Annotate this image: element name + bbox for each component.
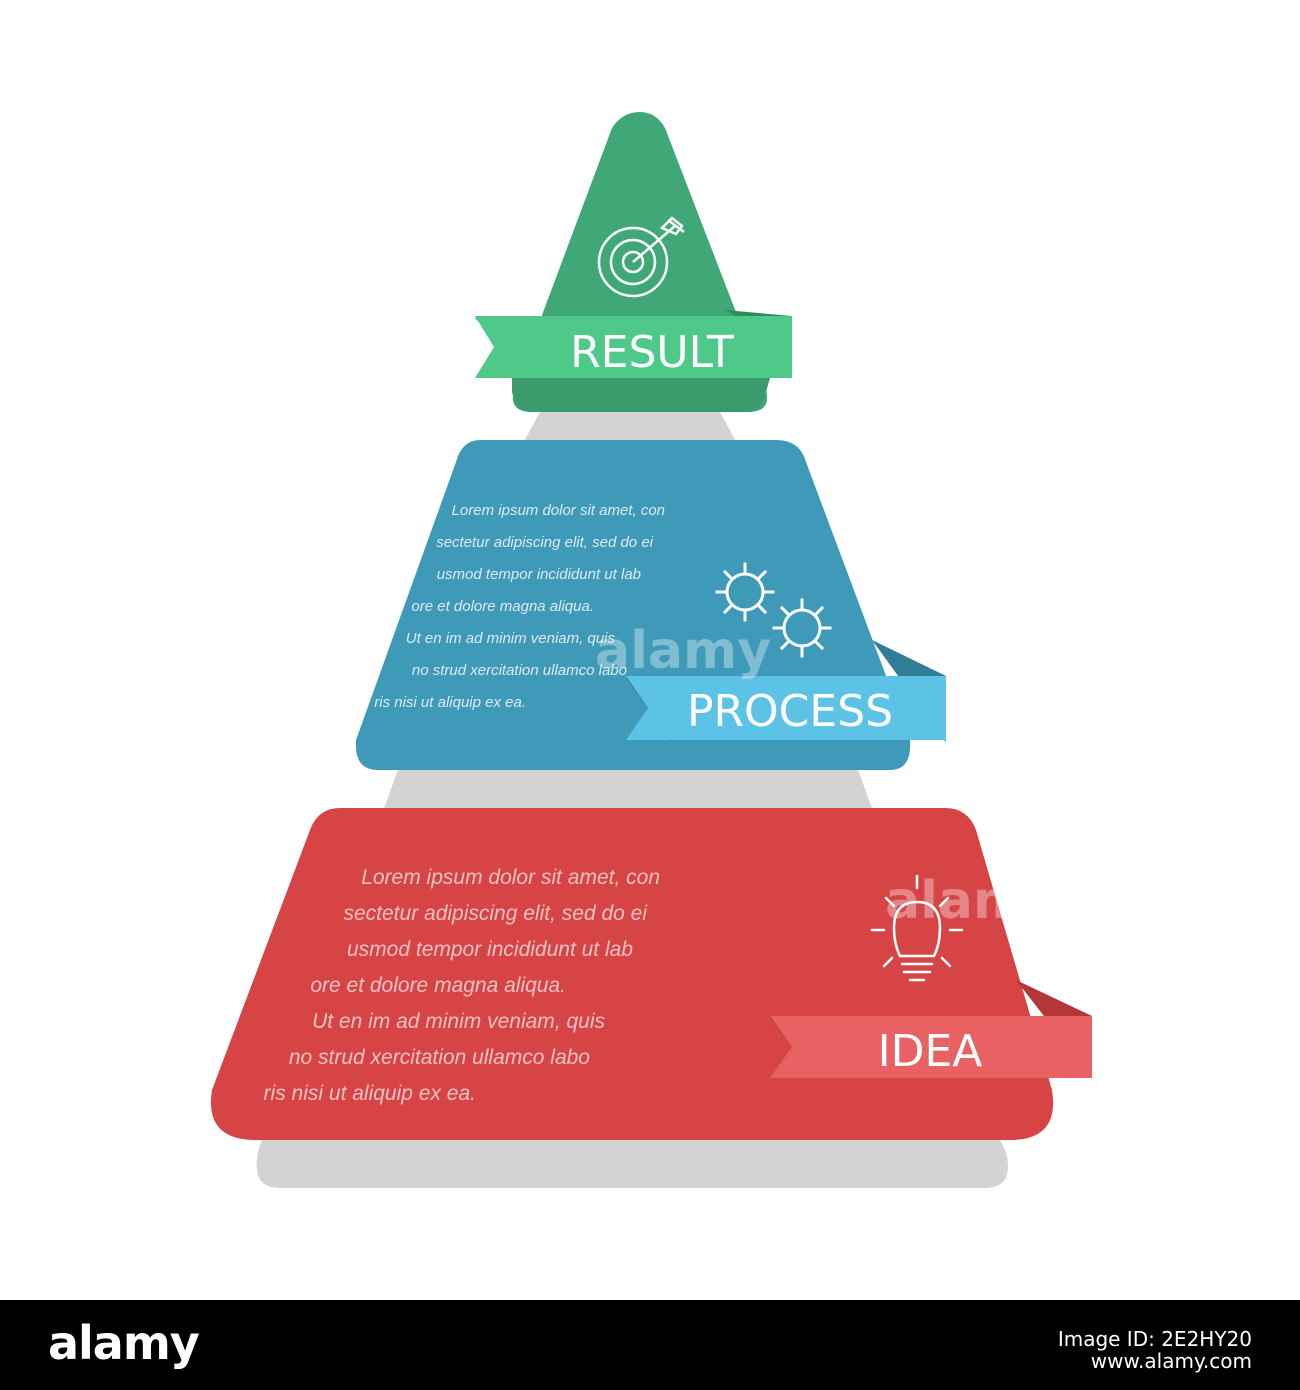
tier-process: PROCESS Lorem ipsum dolor sit amet, con … xyxy=(355,440,946,770)
idea-text-line: ore et dolore magna aliqua. xyxy=(310,974,566,997)
ribbon-process xyxy=(626,676,946,740)
process-text: Lorem ipsum dolor sit amet, con sectetur… xyxy=(374,502,665,711)
process-text-line: Ut en im ad minim veniam, quis xyxy=(406,630,616,647)
overlay-logo-process: alamy xyxy=(595,621,771,681)
process-text-line: sectetur adipiscing elit, sed do ei xyxy=(436,534,653,551)
idea-text-line: Lorem ipsum dolor sit amet, con xyxy=(361,866,660,889)
shadow-band-bottom xyxy=(256,1140,1009,1188)
process-text-line: Lorem ipsum dolor sit amet, con xyxy=(452,502,665,519)
ribbon-idea-label: IDEA xyxy=(878,1026,983,1077)
idea-text: Lorem ipsum dolor sit amet, con sectetur… xyxy=(264,866,660,1105)
tier-result: RESULT xyxy=(475,112,792,412)
overlay-logo-idea: alamy xyxy=(885,871,1061,931)
tier-idea: IDEA Lorem ipsum dolor sit amet, con sec… xyxy=(210,808,1092,1140)
ribbon-process-label: PROCESS xyxy=(687,686,893,737)
process-text-line: ris nisi ut aliquip ex ea. xyxy=(374,694,526,711)
process-text-line: no strud xercitation ullamco labo xyxy=(412,662,627,679)
watermark-url: www.alamy.com xyxy=(1090,1349,1252,1373)
ribbon-result xyxy=(475,316,792,378)
watermark-image-id: Image ID: 2E2HY20 xyxy=(1057,1327,1252,1351)
idea-text-line: no strud xercitation ullamco labo xyxy=(289,1046,590,1069)
ribbon-result-label: RESULT xyxy=(570,327,734,378)
shadow-band-top xyxy=(522,412,738,445)
gear-large xyxy=(715,562,775,622)
watermark-overlay: alamy alamy xyxy=(595,621,1061,931)
gear-small xyxy=(772,598,832,658)
tier-result-base-shade xyxy=(512,378,770,412)
watermark-logo: alamy xyxy=(48,1316,200,1370)
idea-text-line: Ut en im ad minim veniam, quis xyxy=(312,1010,605,1033)
lightbulb-icon xyxy=(870,874,964,982)
idea-text-line: ris nisi ut aliquip ex ea. xyxy=(264,1082,476,1105)
pyramid-infographic: RESULT PROCESS Lorem ipsum dolor sit ame… xyxy=(210,112,1092,1188)
ribbon-idea xyxy=(770,1016,1092,1078)
gears-icon xyxy=(715,562,832,658)
idea-text-line: usmod tempor incididunt ut lab xyxy=(347,938,633,961)
shadow-band-middle xyxy=(384,770,872,808)
process-text-line: ore et dolore magna aliqua. xyxy=(411,598,594,615)
process-text-line: usmod tempor incididunt ut lab xyxy=(437,566,641,583)
watermark-id: Image ID: 2E2HY20 www.alamy.com xyxy=(1058,1328,1252,1372)
watermark-bar: alamy Image ID: 2E2HY20 www.alamy.com xyxy=(0,1300,1300,1390)
idea-text-line: sectetur adipiscing elit, sed do ei xyxy=(343,902,648,925)
target-icon xyxy=(597,216,685,298)
